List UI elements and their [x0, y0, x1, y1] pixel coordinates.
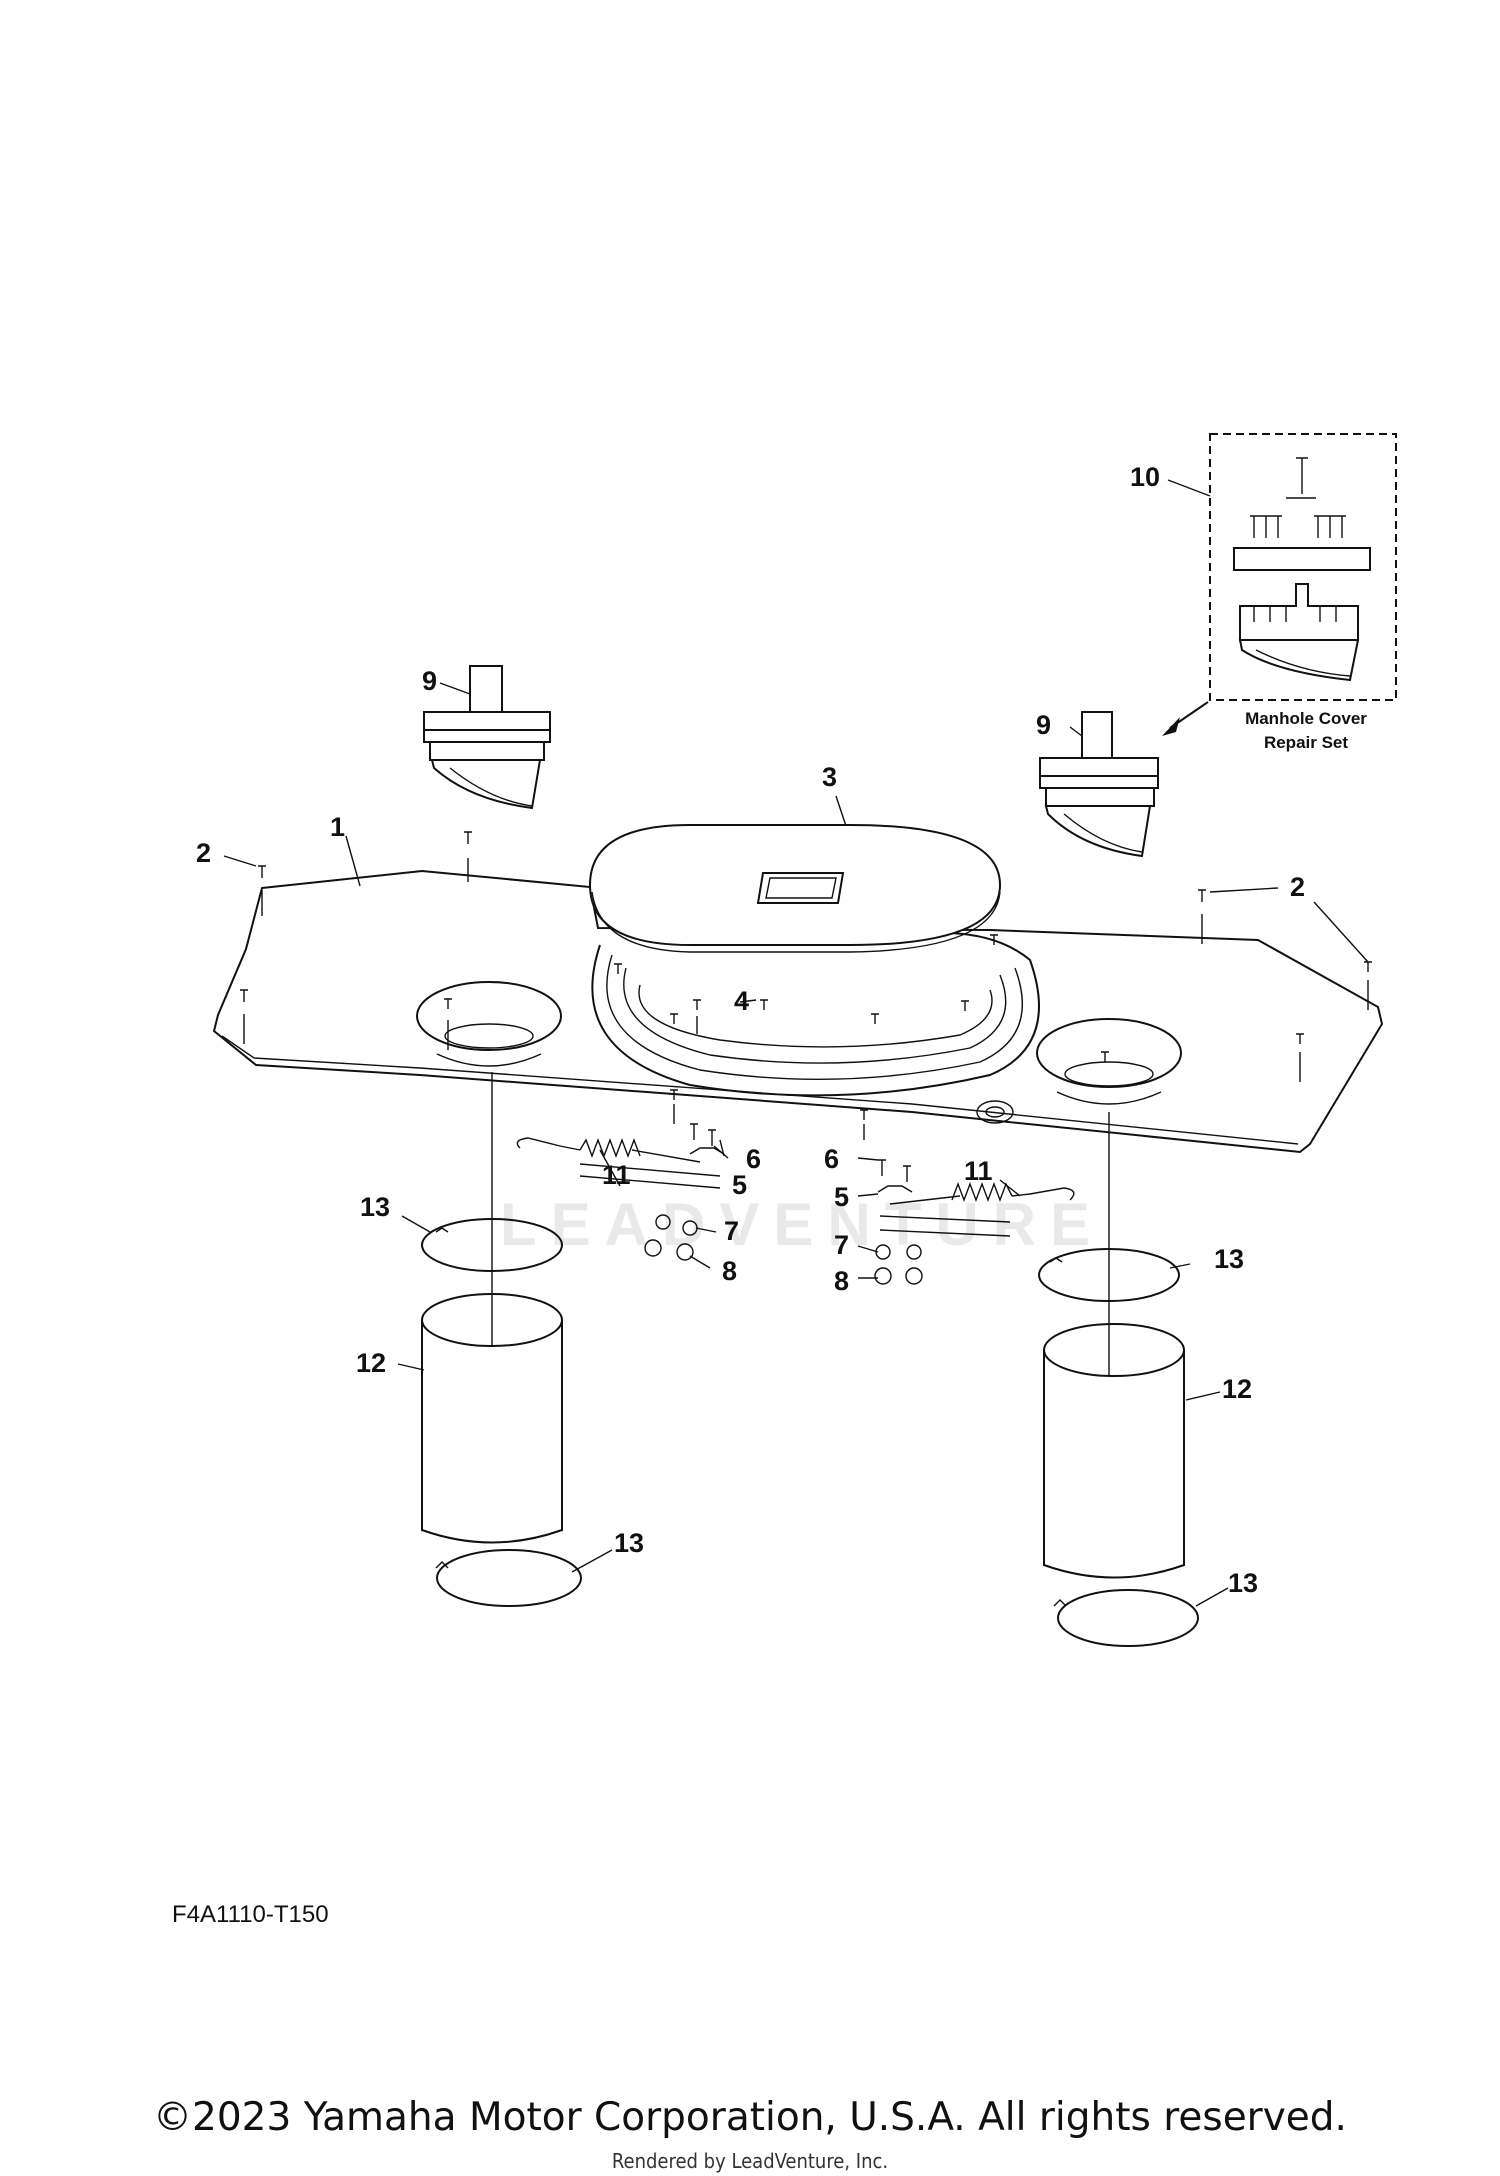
arrow-head [1162, 717, 1180, 736]
callout-1: 1 [330, 812, 345, 842]
deck-fitting-part-9-right [1039, 711, 1159, 858]
hardware-right-5-8 [874, 1159, 923, 1285]
callout-11-left: 11 [602, 1160, 631, 1190]
callout-8-left: 8 [722, 1256, 737, 1286]
callout-2-right: 2 [1290, 872, 1305, 902]
diagram-code: F4A1110-T150 [172, 1901, 329, 1928]
callout-9-left: 9 [422, 666, 437, 696]
callout-3: 3 [822, 762, 837, 792]
deck-panel-part-1 [212, 869, 1384, 1154]
repair-set-label-line1: Manhole Cover [1245, 709, 1367, 728]
callout-6-left: 6 [746, 1144, 761, 1174]
spring-cable-left-part-11 [516, 1137, 721, 1189]
tube-left-part-12 [421, 1072, 582, 1607]
callout-13-left-bottom: 13 [614, 1528, 644, 1558]
callout-5-right: 5 [834, 1182, 849, 1212]
cup-hole-left [416, 981, 562, 1067]
callout-7-left: 7 [724, 1216, 739, 1246]
screws [240, 831, 1372, 1140]
deck-fitting-part-9-left [423, 665, 551, 810]
rendered-by-credit: Rendered by LeadVenture, Inc. [612, 2149, 888, 2173]
callout-13-right-bottom: 13 [1228, 1568, 1258, 1598]
callout-2-left: 2 [196, 838, 211, 868]
callout-7-right: 7 [834, 1230, 849, 1260]
callout-13-left-top: 13 [360, 1192, 390, 1222]
callout-9-right: 9 [1036, 710, 1051, 740]
repair-set-box-part-10 [1209, 433, 1397, 701]
callout-10: 10 [1130, 462, 1160, 492]
callout-12-right: 12 [1222, 1374, 1252, 1404]
callout-8-right: 8 [834, 1266, 849, 1296]
callout-numbers: 2 1 3 2 4 6 5 7 8 6 5 7 8 11 11 13 13 12… [196, 462, 1305, 1598]
copyright-notice: ©2023 Yamaha Motor Corporation, U.S.A. A… [153, 2095, 1347, 2140]
callout-6-right: 6 [824, 1144, 839, 1174]
manhole-ring [591, 932, 1040, 1124]
callout-4: 4 [734, 986, 749, 1016]
cup-hole-right [1036, 1018, 1182, 1105]
callout-5-left: 5 [732, 1170, 747, 1200]
callout-13-right-top: 13 [1214, 1244, 1244, 1274]
manhole-cover-part-3 [588, 824, 1002, 953]
leader-lines [223, 479, 1369, 1607]
callout-12-left: 12 [356, 1348, 386, 1378]
watermark: LEADVENTURE [500, 1191, 1104, 1258]
callout-11-right: 11 [964, 1156, 993, 1186]
repair-set-label-line2: Repair Set [1264, 733, 1348, 752]
spring-cable-right-part-11 [879, 1182, 1075, 1237]
tube-right-part-12 [1038, 1112, 1199, 1647]
